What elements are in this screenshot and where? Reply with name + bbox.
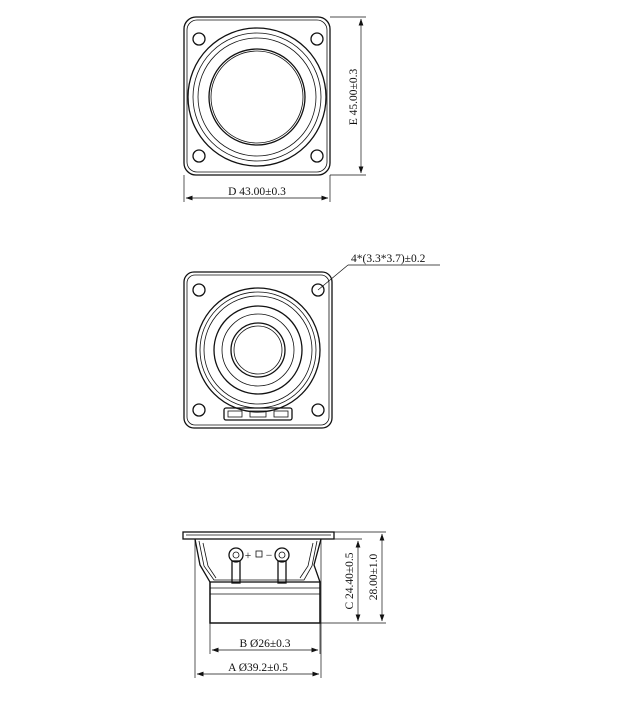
dimension-d-width: D 43.00±0.3 [183,175,331,202]
terminal-marker-box [255,550,263,558]
rear-view [183,271,333,429]
dimension-a-label: A Ø39.2±0.5 [228,662,288,674]
terminal-right [274,547,290,584]
dimension-total-label: 28.00±1.0 [368,553,380,600]
dimension-c-label: C 24.40±0.5 [344,552,356,609]
terminal-minus-sign: − [266,550,273,562]
dimension-b-label: B Ø26±0.3 [239,638,290,650]
dimension-e-height: E 45.00±0.3 [330,16,366,176]
dimension-a-frame: A Ø39.2±0.5 [194,539,322,678]
dimension-c-body-height: C 24.40±0.5 [320,538,362,624]
terminal-left [228,547,244,584]
terminal-plus-sign: + [245,550,252,562]
dimension-d-label: D 43.00±0.3 [228,186,286,198]
dimension-total-height: 28.00±1.0 [334,531,386,624]
dimension-e-label: E 45.00±0.3 [348,69,360,126]
dimension-b-magnet: B Ø26±0.3 [209,623,321,654]
hole-callout: 4*(3.3*3.7)±0.2 [317,253,440,291]
front-view [183,16,331,176]
hole-callout-label: 4*(3.3*3.7)±0.2 [351,253,426,265]
side-view: + − [182,531,335,624]
